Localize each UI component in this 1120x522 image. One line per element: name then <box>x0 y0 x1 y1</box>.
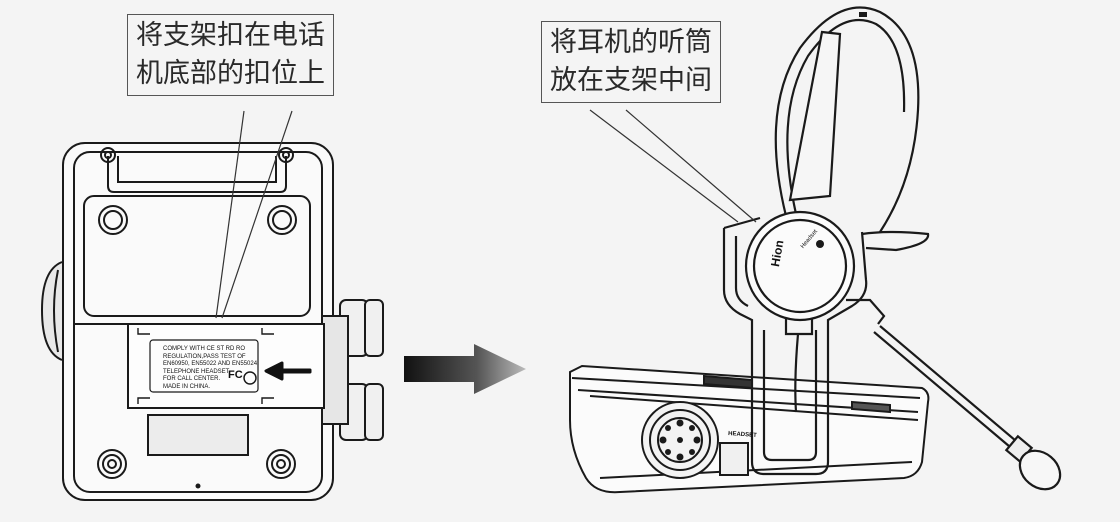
bracket-clip <box>321 299 384 441</box>
callout-place-earpiece: 将耳机的听筒 放在支架中间 <box>541 21 721 103</box>
compliance-line: EN60950, EN55022 AND EN55024. <box>163 361 259 367</box>
direction-arrow-icon <box>404 344 526 394</box>
compliance-line: TELEPHONE HEADSET <box>163 368 230 375</box>
leader-lines-left <box>215 110 293 319</box>
phone-bottom-view <box>40 142 334 501</box>
headset-earpiece <box>744 210 856 413</box>
label-plate <box>127 323 325 409</box>
brand-logo: Hion <box>768 239 787 268</box>
compliance-line: MADE IN CHINA. <box>163 383 211 390</box>
compliance-label-text: COMPLY WITH CE ST RD RO REGULATION,PASS … <box>163 346 259 391</box>
callout-line: 机底部的扣位上 <box>136 58 325 89</box>
compliance-line: COMPLY WITH CE ST RD RO <box>163 346 246 352</box>
callout-attach-bracket: 将支架扣在电话 机底部的扣位上 <box>127 14 334 96</box>
callout-line: 将支架扣在电话 <box>136 20 325 51</box>
microphone-boom <box>846 298 1062 491</box>
headset-headband <box>774 6 930 252</box>
callout-line: 放在支架中间 <box>550 65 712 96</box>
phone-side-view <box>569 364 930 494</box>
insert-arrow-icon <box>264 361 312 381</box>
compliance-line: REGULATION,PASS TEST OF <box>163 353 246 360</box>
fcc-mark: FC <box>228 369 243 381</box>
callout-line: 将耳机的听筒 <box>550 27 712 58</box>
leader-lines-right <box>589 109 757 223</box>
compliance-line: FOR CALL CENTER. <box>163 376 221 382</box>
